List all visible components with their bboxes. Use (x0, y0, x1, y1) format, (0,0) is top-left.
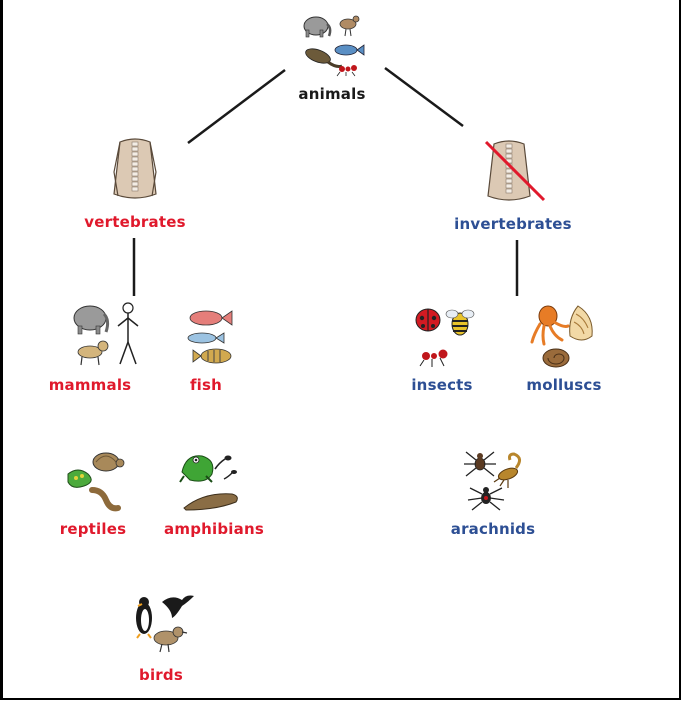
arachnids-icon (462, 448, 528, 514)
crossed-spine-back-icon (482, 138, 548, 204)
spine-back-icon (110, 138, 160, 200)
fish-icon (180, 306, 242, 368)
amphibians-label: amphibians (164, 520, 264, 538)
amphibians-icon (176, 446, 246, 514)
animals-collage-icon (300, 12, 366, 78)
birds-label: birds (139, 666, 183, 684)
arachnids-label: arachnids (451, 520, 536, 538)
connector-root-vertebrates (188, 70, 285, 143)
birds-icon (130, 592, 194, 654)
vertebrates-label: vertebrates (84, 213, 185, 231)
molluscs-icon (530, 302, 602, 372)
invertebrates-label: invertebrates (454, 215, 572, 233)
insects-icon (410, 304, 480, 372)
connector-root-invertebrates (385, 68, 463, 126)
molluscs-label: molluscs (526, 376, 601, 394)
mammals-label: mammals (49, 376, 132, 394)
fish-label: fish (190, 376, 222, 394)
insects-label: insects (411, 376, 472, 394)
root-label: animals (298, 85, 365, 103)
reptiles-label: reptiles (60, 520, 126, 538)
mammals-icon (70, 300, 142, 370)
reptiles-icon (62, 448, 132, 514)
